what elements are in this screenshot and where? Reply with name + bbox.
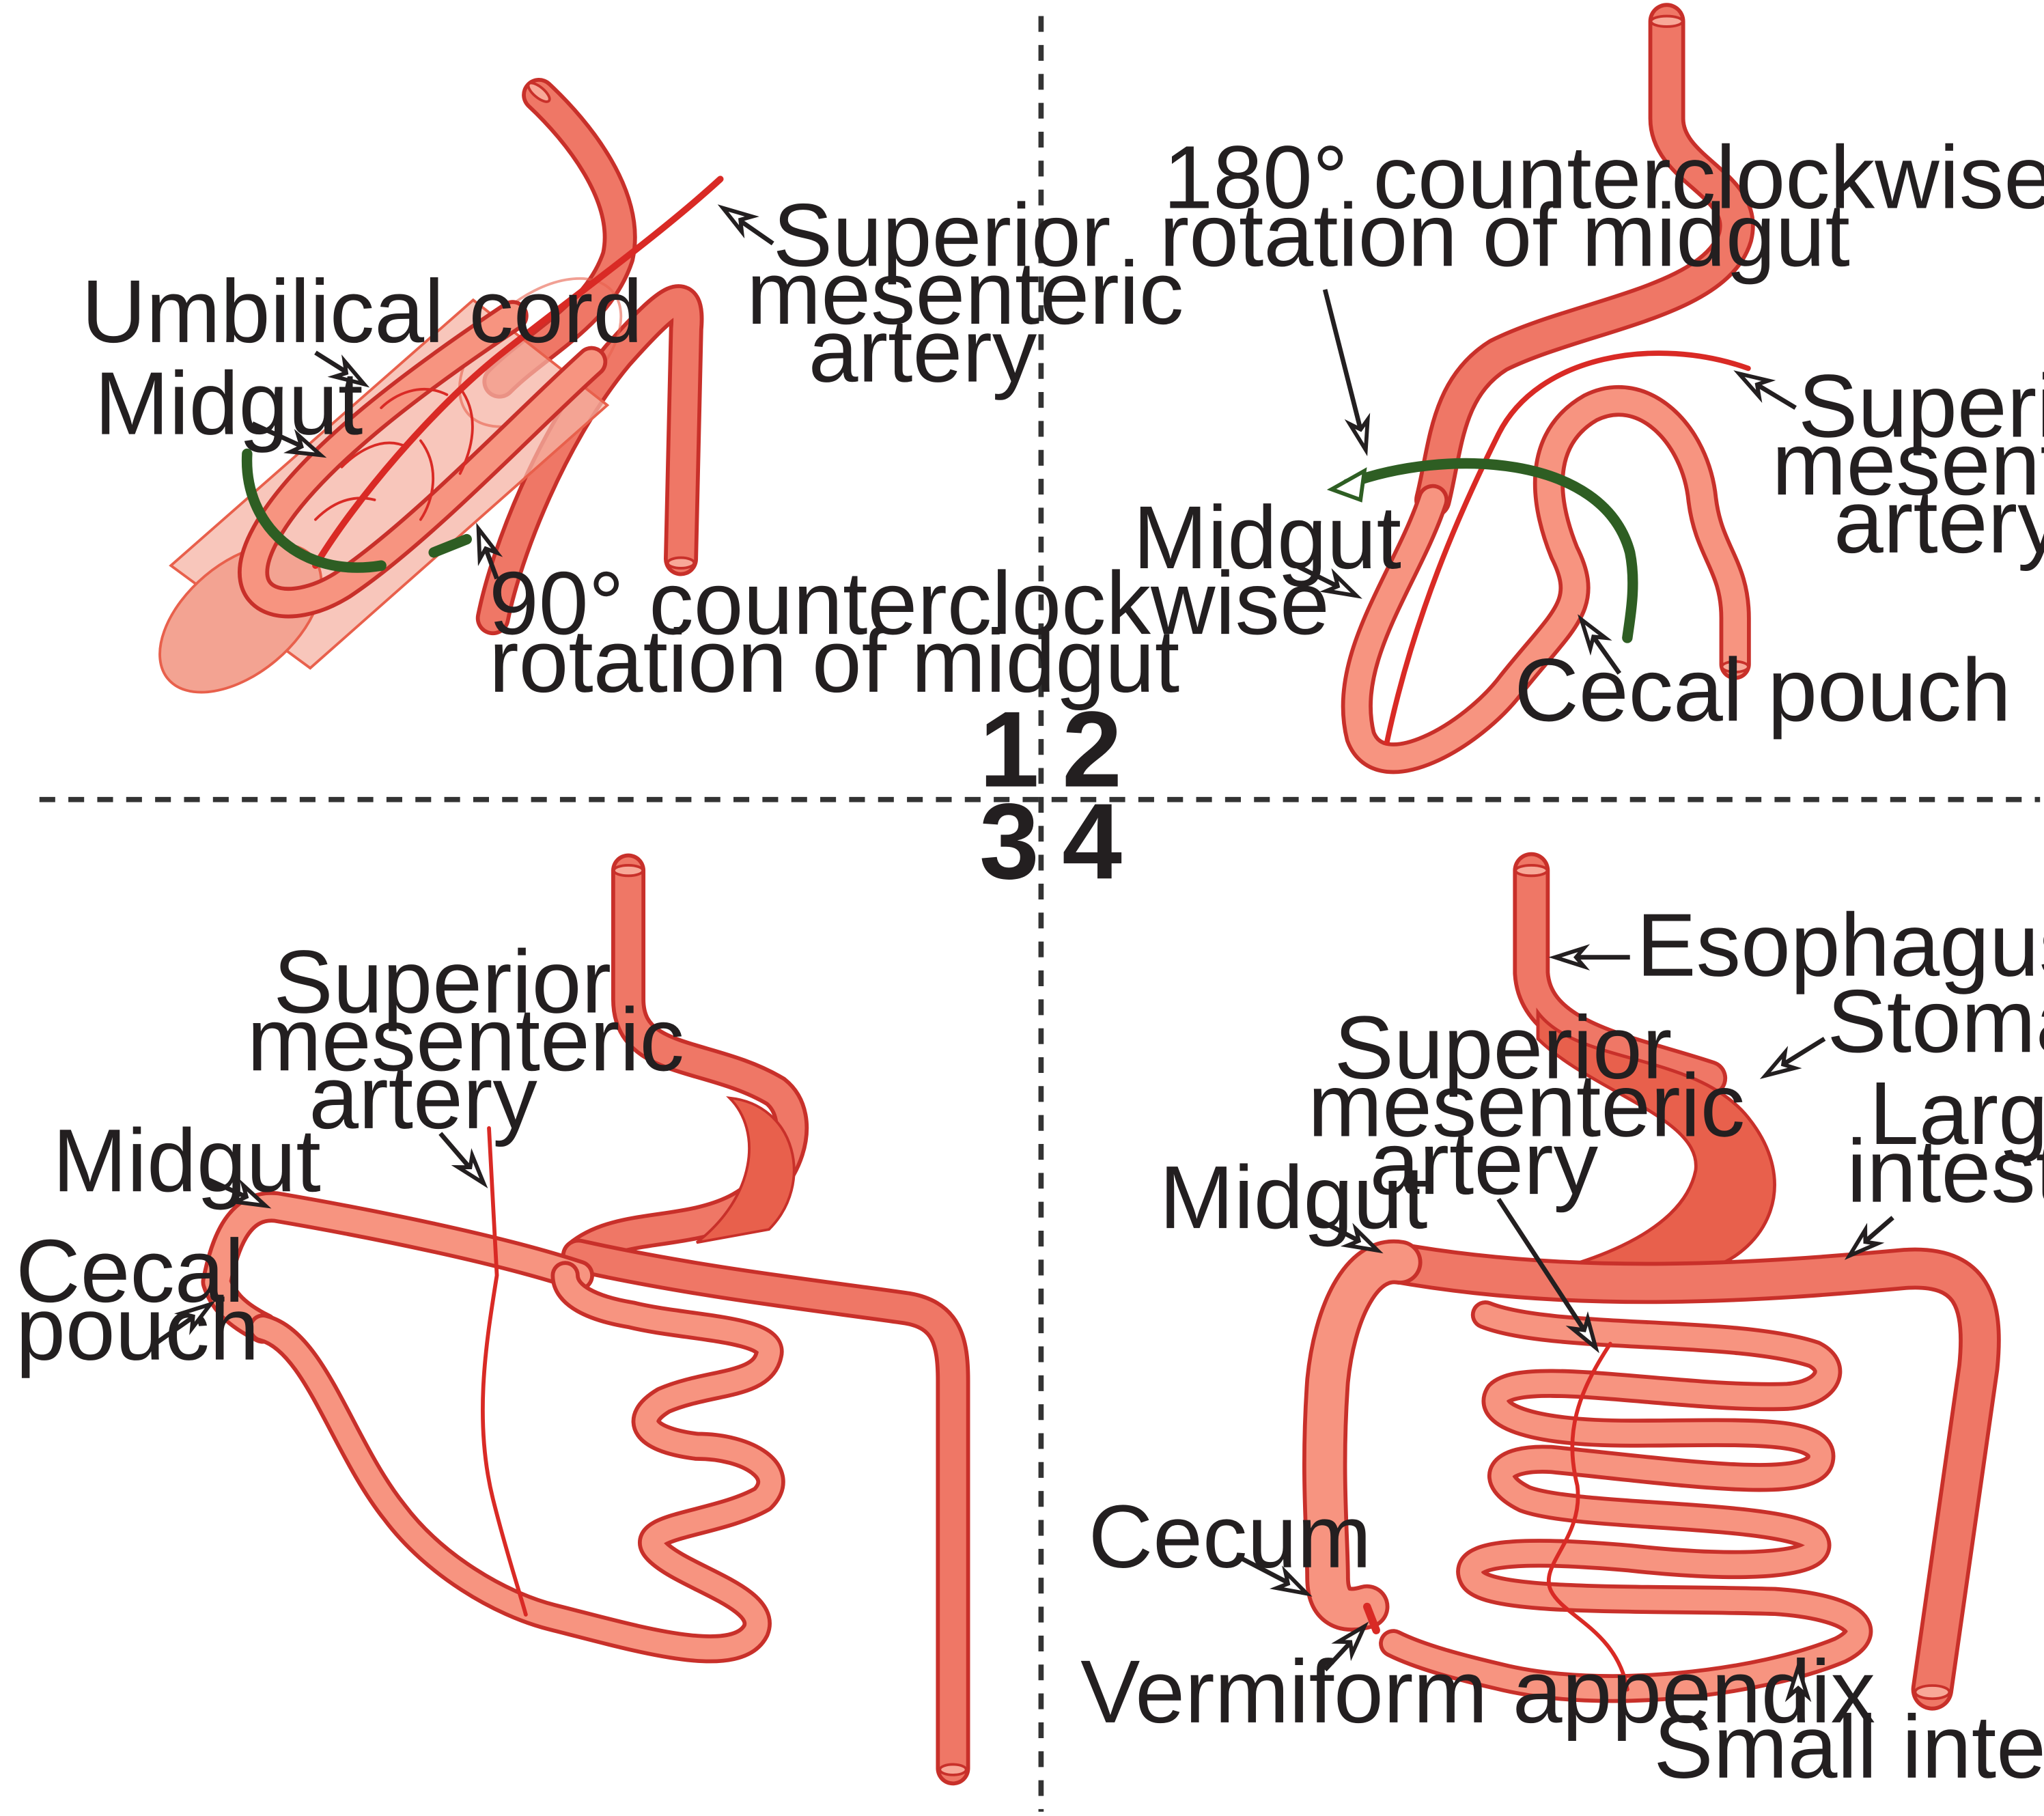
panel-1: Superior mesenteric artery Umbilical cor… [81,78,1330,711]
midgut-loop-2 [1341,385,1751,774]
label-rotation-180-line2: rotation of midgut [1160,185,1850,285]
esophagus-4 [1513,852,1728,1097]
label-sma-4-line1: Superior [1334,998,1672,1098]
panel-number-3: 3 [979,781,1039,902]
superior-mesenteric-artery-1 [312,176,724,569]
label-sma-2-line2: mesenteric [1772,414,2044,514]
large-intestine-4 [1372,1241,2001,1711]
label-rotation-90-line2: rotation of midgut [489,611,1179,711]
vermiform-appendix-4 [1362,1602,1380,1634]
pointer-rotation-180 [1322,289,1367,445]
panel-4: Esophagus Stomach Superior mesenteric ar… [1080,852,2044,1797]
foregut-tube-3 [561,853,809,1273]
label-sma-2-line1: Superior [1798,356,2044,456]
label-sma-3-line3: artery [309,1048,537,1147]
midgut-loop [238,300,608,619]
label-sma-3-line1: Superior [273,932,611,1032]
foregut-tube-2 [1414,3,1755,518]
panel-number-4: 4 [1062,781,1122,902]
label-sma-4-line3: artery [1370,1113,1599,1213]
rotation-arrow-180-head [1326,467,1367,503]
label-midgut-3: Midgut [53,1110,321,1210]
midgut-3 [201,1191,785,1664]
label-small-intestine: Small intestine [1653,1697,2044,1797]
panel-2: 180° counterclockwise rotation of midgut… [1133,3,2044,774]
foregut-tube [482,78,637,399]
label-sma-2-line3: artery [1834,472,2044,572]
label-esophagus: Esophagus [1636,895,2044,995]
hindgut-tube [475,284,704,636]
panel-number-1: 1 [979,689,1039,809]
rotation-arrow-180 [1342,458,1638,643]
midgut-4 [1302,1239,1423,1634]
superior-mesenteric-artery-3 [480,1126,528,1617]
superior-mesenteric-artery-2 [1384,350,1751,746]
label-large-intestine-line1: Large [1869,1063,2044,1163]
label-cecal-pouch-2: Cecal pouch [1514,640,2011,740]
label-sma-4-line2: mesenteric [1308,1055,1745,1155]
label-sma-1-line1: Superior [773,185,1111,285]
panel-3: Superior mesenteric artery Midgut Cecal … [16,853,970,1786]
rotation-arrow-90-tip [428,533,472,558]
label-vermiform-appendix: Vermiform appendix [1080,1642,1875,1742]
small-intestine-4 [1379,1300,1873,1703]
label-midgut-4: Midgut [1160,1147,1428,1247]
label-rotation-90-line1: 90° counterclockwise [489,553,1330,653]
label-cecum: Cecum [1089,1487,1372,1587]
pointer-sma-4 [1496,1197,1595,1345]
label-stomach: Stomach [1827,971,2044,1071]
rotation-arrow-90 [242,448,387,573]
panel-number-2: 2 [1062,689,1122,809]
label-sma-1-line3: artery [809,301,1037,401]
large-intestine-3 [561,1238,970,1786]
label-umbilical-cord: Umbilical cord [81,262,643,361]
label-midgut-2: Midgut [1133,488,1401,587]
label-cecal-pouch-3-line2: pouch [16,1279,260,1379]
label-sma-3-line2: mesenteric [247,990,684,1089]
label-sma-1-line2: mesenteric [746,243,1184,343]
label-rotation-180-line1: 180° counterclockwise [1163,128,2044,227]
label-large-intestine-line2: intestine [1847,1121,2044,1221]
superior-mesenteric-artery-4 [1546,1341,1629,1692]
stomach-3 [695,1096,796,1244]
label-midgut-1: Midgut [95,354,363,453]
